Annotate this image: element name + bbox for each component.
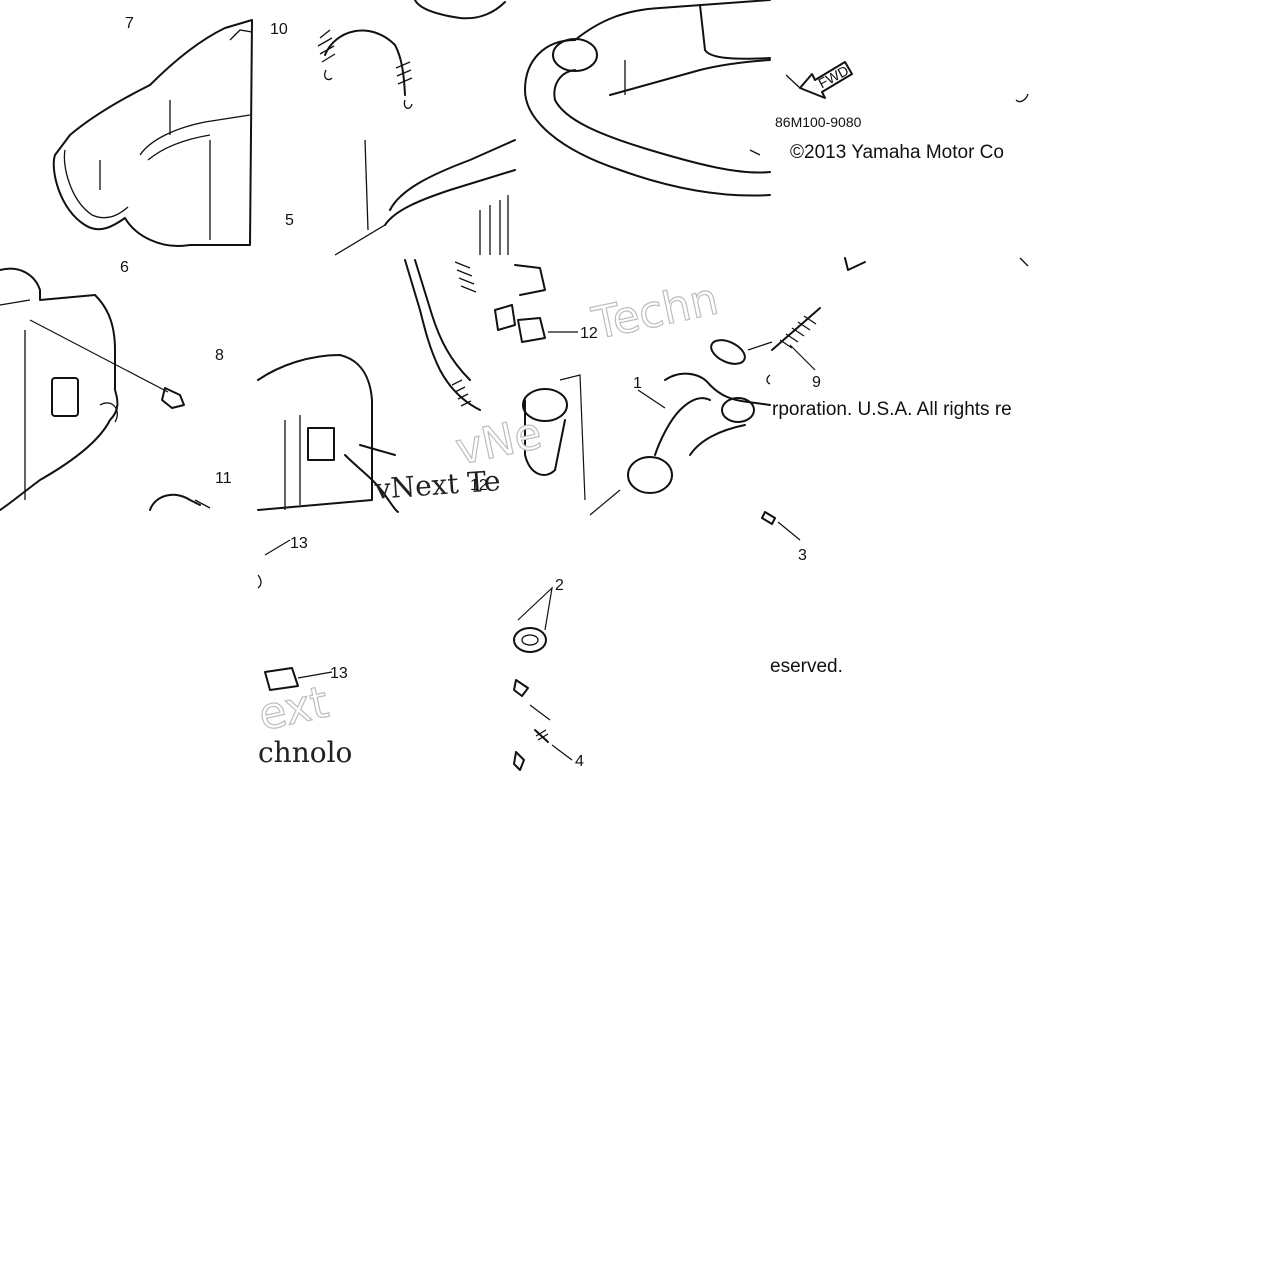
part-4-stud	[513, 679, 573, 771]
callout-5: 5	[285, 212, 294, 229]
callout-10: 10	[270, 21, 288, 38]
callout-12: 12	[580, 325, 598, 342]
watermark-fragment-5: chnolo	[258, 736, 352, 769]
fragment-mark	[1015, 93, 1029, 103]
callout-13b: 13	[330, 665, 348, 682]
part-12-plate	[514, 264, 578, 343]
callout-3: 3	[798, 547, 807, 564]
part-6-muffler	[0, 267, 119, 511]
callout-2: 2	[555, 577, 564, 594]
fwd-label: FWD	[816, 62, 852, 91]
watermark-fragment-1: Techn	[587, 274, 722, 350]
callout-11: 11	[215, 470, 232, 487]
part-code: 86M100-9080	[775, 114, 862, 130]
part-11-spring	[149, 493, 211, 511]
fragment-tick	[1019, 257, 1029, 267]
part-10-spring	[317, 29, 413, 109]
part-9-spring	[771, 307, 821, 371]
part-2-gasket	[513, 586, 553, 653]
callout-9: 9	[812, 374, 821, 391]
copyright-line-3: eserved.	[770, 656, 843, 677]
muffler-assembly-middle	[257, 259, 516, 513]
part-13-parts	[257, 539, 333, 691]
callout-8: 8	[215, 347, 224, 364]
callout-13: 13	[290, 535, 308, 552]
part-7-muffler-cover	[52, 19, 253, 247]
copyright-line-2: rporation. U.S.A. All rights re	[772, 399, 1012, 420]
callout-7: 7	[125, 15, 134, 32]
exhaust-pipe-loop	[524, 0, 771, 197]
watermark-fragment-4: ext	[254, 677, 333, 741]
callout-4: 4	[575, 753, 584, 770]
fragment-arc	[766, 374, 771, 385]
callout-1: 1	[633, 375, 642, 392]
copyright-line-1: ©2013 Yamaha Motor Co	[790, 142, 1004, 163]
callout-12b: 12	[470, 477, 488, 494]
fragment-check	[844, 257, 866, 271]
part-5-muffler-body	[334, 0, 516, 256]
callout-labels: 1 2 3 4 5 6 7 8 9 10 11 12 12 13 13	[120, 15, 821, 770]
gasket	[710, 339, 773, 365]
fwd-arrow: FWD	[785, 61, 853, 99]
callout-6: 6	[120, 259, 129, 276]
part-1-exhaust-manifold	[522, 372, 771, 516]
part-8-bolt	[29, 319, 185, 409]
part-3-bolt	[761, 511, 801, 541]
